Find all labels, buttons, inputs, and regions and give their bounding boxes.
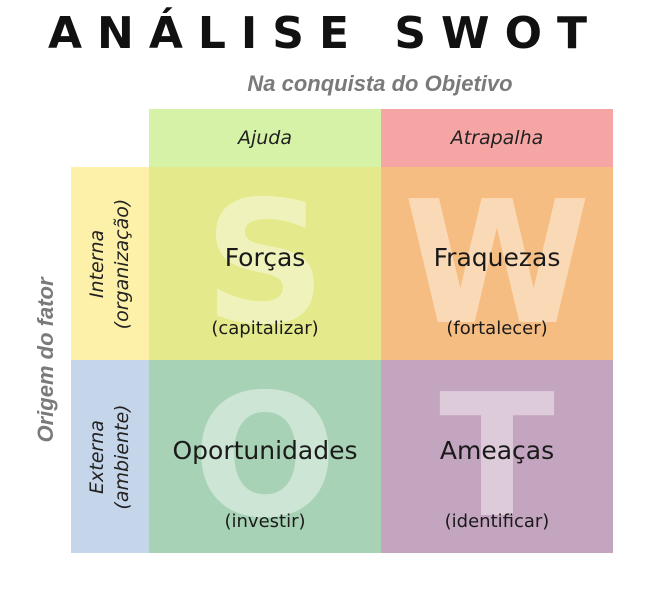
row-header-text: Interna (organização) [85, 198, 135, 329]
quadrant-action: (identificar) [444, 511, 550, 532]
quadrant-label: Oportunidades [172, 436, 358, 465]
row-header-externa: Externa (ambiente) [71, 360, 149, 553]
quadrant-label: Forças [224, 243, 306, 272]
row-header-line: Interna [86, 229, 108, 298]
watermark-letter-s: S [203, 167, 327, 360]
column-header-atrapalha: Atrapalha [381, 109, 613, 167]
row-header-interna: Interna (organização) [71, 167, 149, 360]
row-header-line: Externa [86, 419, 108, 494]
row-header-line: (organização) [111, 198, 133, 329]
column-header-label: Ajuda [237, 127, 293, 149]
page-title: ANÁLISE SWOT [47, 8, 603, 59]
row-axis-title: Origem do fator [33, 277, 58, 443]
quadrant-strengths: S Forças (capitalizar) [149, 167, 381, 360]
quadrant-label: Ameaças [439, 436, 555, 465]
quadrant-action: (capitalizar) [211, 318, 319, 339]
quadrant-weaknesses: W Fraquezas (fortalecer) [381, 167, 613, 360]
row-header-line: (ambiente) [111, 403, 133, 510]
column-header-ajuda: Ajuda [149, 109, 381, 167]
quadrant-opportunities: O Oportunidades (investir) [149, 360, 381, 553]
quadrant-threats: T Ameaças (identificar) [381, 360, 613, 553]
watermark-letter-o: O [192, 360, 338, 553]
watermark-letter-w: W [403, 167, 591, 360]
column-header-label: Atrapalha [450, 127, 544, 149]
quadrant-action: (investir) [224, 511, 306, 532]
watermark-letter-t: T [439, 360, 555, 553]
column-axis-title: Na conquista do Objetivo [247, 71, 513, 96]
row-header-text: Externa (ambiente) [85, 404, 135, 509]
quadrant-action: (fortalecer) [446, 318, 548, 339]
quadrant-label: Fraquezas [433, 243, 561, 272]
